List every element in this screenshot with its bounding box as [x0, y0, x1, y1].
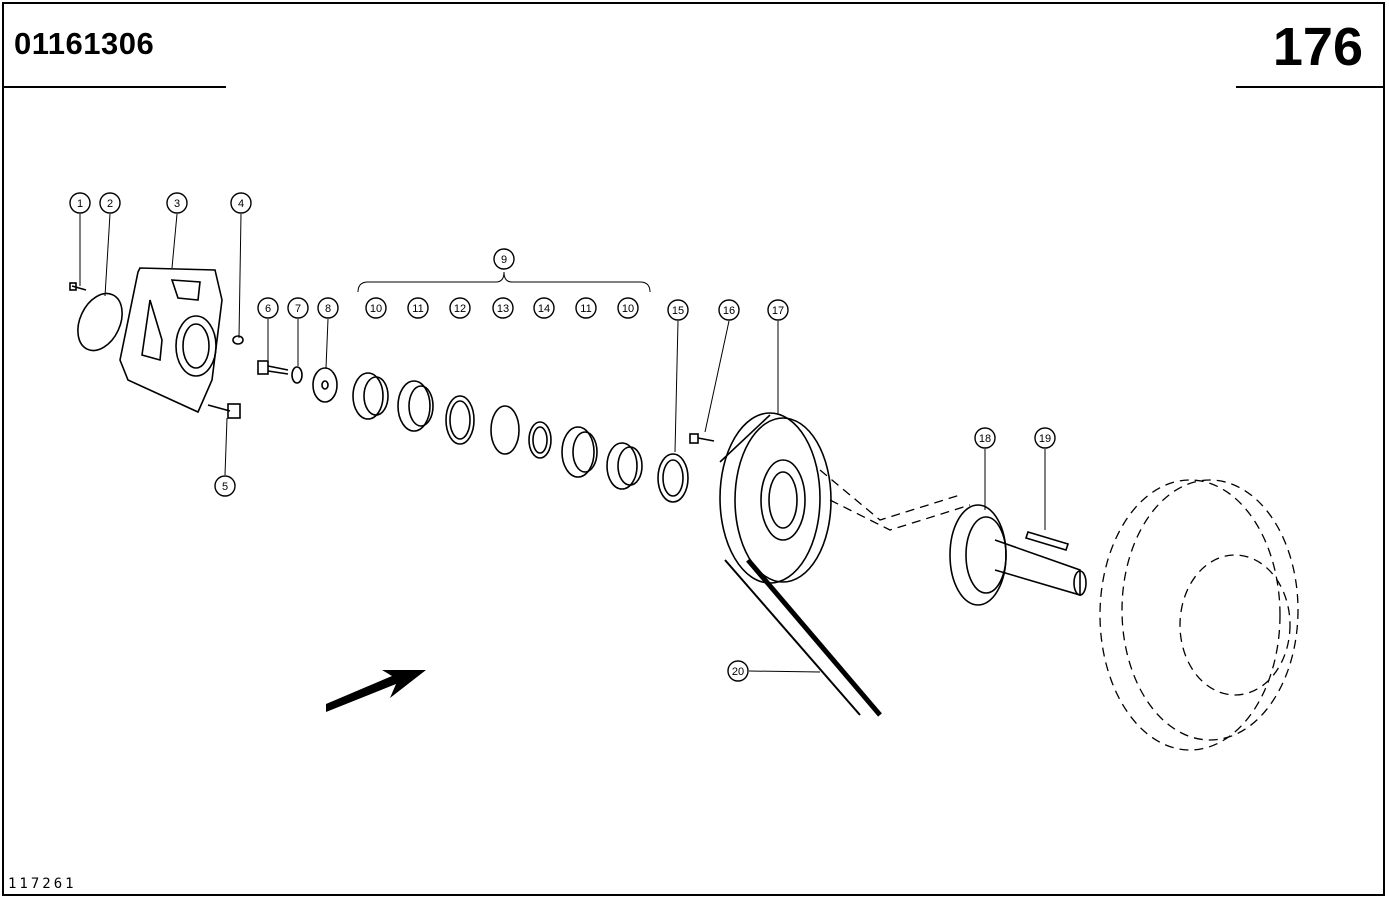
- callout-3: 3: [166, 192, 188, 214]
- seal-part-15: [657, 453, 689, 503]
- callout-1: 1: [69, 192, 91, 214]
- bearing-part-10: [352, 372, 389, 420]
- callout-17: 17: [767, 299, 789, 321]
- svg-text:10: 10: [622, 303, 634, 315]
- svg-text:6: 6: [265, 303, 271, 315]
- callout-11a: 11: [407, 297, 429, 319]
- spacer-part-8: [312, 367, 338, 403]
- callout-10a: 10: [365, 297, 387, 319]
- svg-text:8: 8: [325, 303, 331, 315]
- svg-text:9: 9: [501, 254, 507, 266]
- svg-text:10: 10: [370, 303, 382, 315]
- callout-12: 12: [449, 297, 471, 319]
- svg-text:14: 14: [538, 303, 550, 315]
- cover-plate-part-2: [77, 292, 123, 352]
- callout-5: 5: [214, 475, 236, 497]
- header-rule-right: [1236, 86, 1383, 88]
- svg-text:11: 11: [580, 303, 591, 315]
- callout-9: 9: [493, 248, 515, 270]
- direction-arrow: [326, 670, 426, 712]
- bearing-cup-part-11: [397, 380, 434, 432]
- belt-part-20: [724, 469, 971, 717]
- svg-text:4: 4: [238, 198, 244, 210]
- flange-housing-part-3: [119, 267, 223, 414]
- callout-10b: 10: [617, 297, 639, 319]
- svg-text:3: 3: [174, 198, 180, 210]
- svg-text:16: 16: [723, 305, 735, 317]
- svg-text:12: 12: [454, 303, 466, 315]
- svg-text:2: 2: [107, 198, 113, 210]
- header-rule-left: [4, 86, 226, 88]
- callout-4: 4: [230, 192, 252, 214]
- callout-11b: 11: [575, 297, 597, 319]
- svg-text:5: 5: [222, 481, 228, 493]
- screw-part-16: [689, 433, 715, 444]
- ring-part-14: [528, 421, 552, 459]
- svg-text:7: 7: [295, 303, 301, 315]
- svg-text:1: 1: [77, 198, 83, 210]
- ring-part-12: [445, 395, 475, 445]
- key-part-19: [1024, 531, 1070, 551]
- svg-text:20: 20: [732, 666, 744, 678]
- hub-part-18: [949, 504, 1087, 606]
- callout-8: 8: [317, 297, 339, 319]
- svg-text:17: 17: [772, 305, 784, 317]
- screw-part-1: [69, 282, 87, 291]
- callout-20: 20: [727, 660, 749, 682]
- callout-7: 7: [287, 297, 309, 319]
- document-code: 01161306: [14, 26, 155, 61]
- svg-text:15: 15: [672, 305, 684, 317]
- snap-ring-part-13: [490, 405, 520, 455]
- callout-13: 13: [492, 297, 514, 319]
- callout-19: 19: [1034, 427, 1056, 449]
- washer-part-7: [291, 366, 303, 384]
- callout-16: 16: [718, 299, 740, 321]
- callout-6: 6: [257, 297, 279, 319]
- leader-lines: [79, 213, 1046, 673]
- svg-text:11: 11: [412, 303, 423, 315]
- svg-text:18: 18: [979, 433, 991, 445]
- callout-18: 18: [974, 427, 996, 449]
- callout-14: 14: [533, 297, 555, 319]
- bolt-part-6: [257, 360, 289, 375]
- svg-text:19: 19: [1039, 433, 1051, 445]
- figure-code: 117261: [8, 876, 77, 892]
- callout-2: 2: [99, 192, 121, 214]
- fitting-part-4: [232, 335, 244, 345]
- page-number: 176: [1272, 17, 1363, 77]
- bearing-cup-part-11b: [561, 426, 598, 478]
- svg-text:13: 13: [497, 303, 509, 315]
- drive-pulley-dashed: [1099, 479, 1299, 751]
- bolt-part-5: [207, 403, 241, 419]
- callout-15: 15: [667, 299, 689, 321]
- bearing-part-10b: [606, 442, 643, 490]
